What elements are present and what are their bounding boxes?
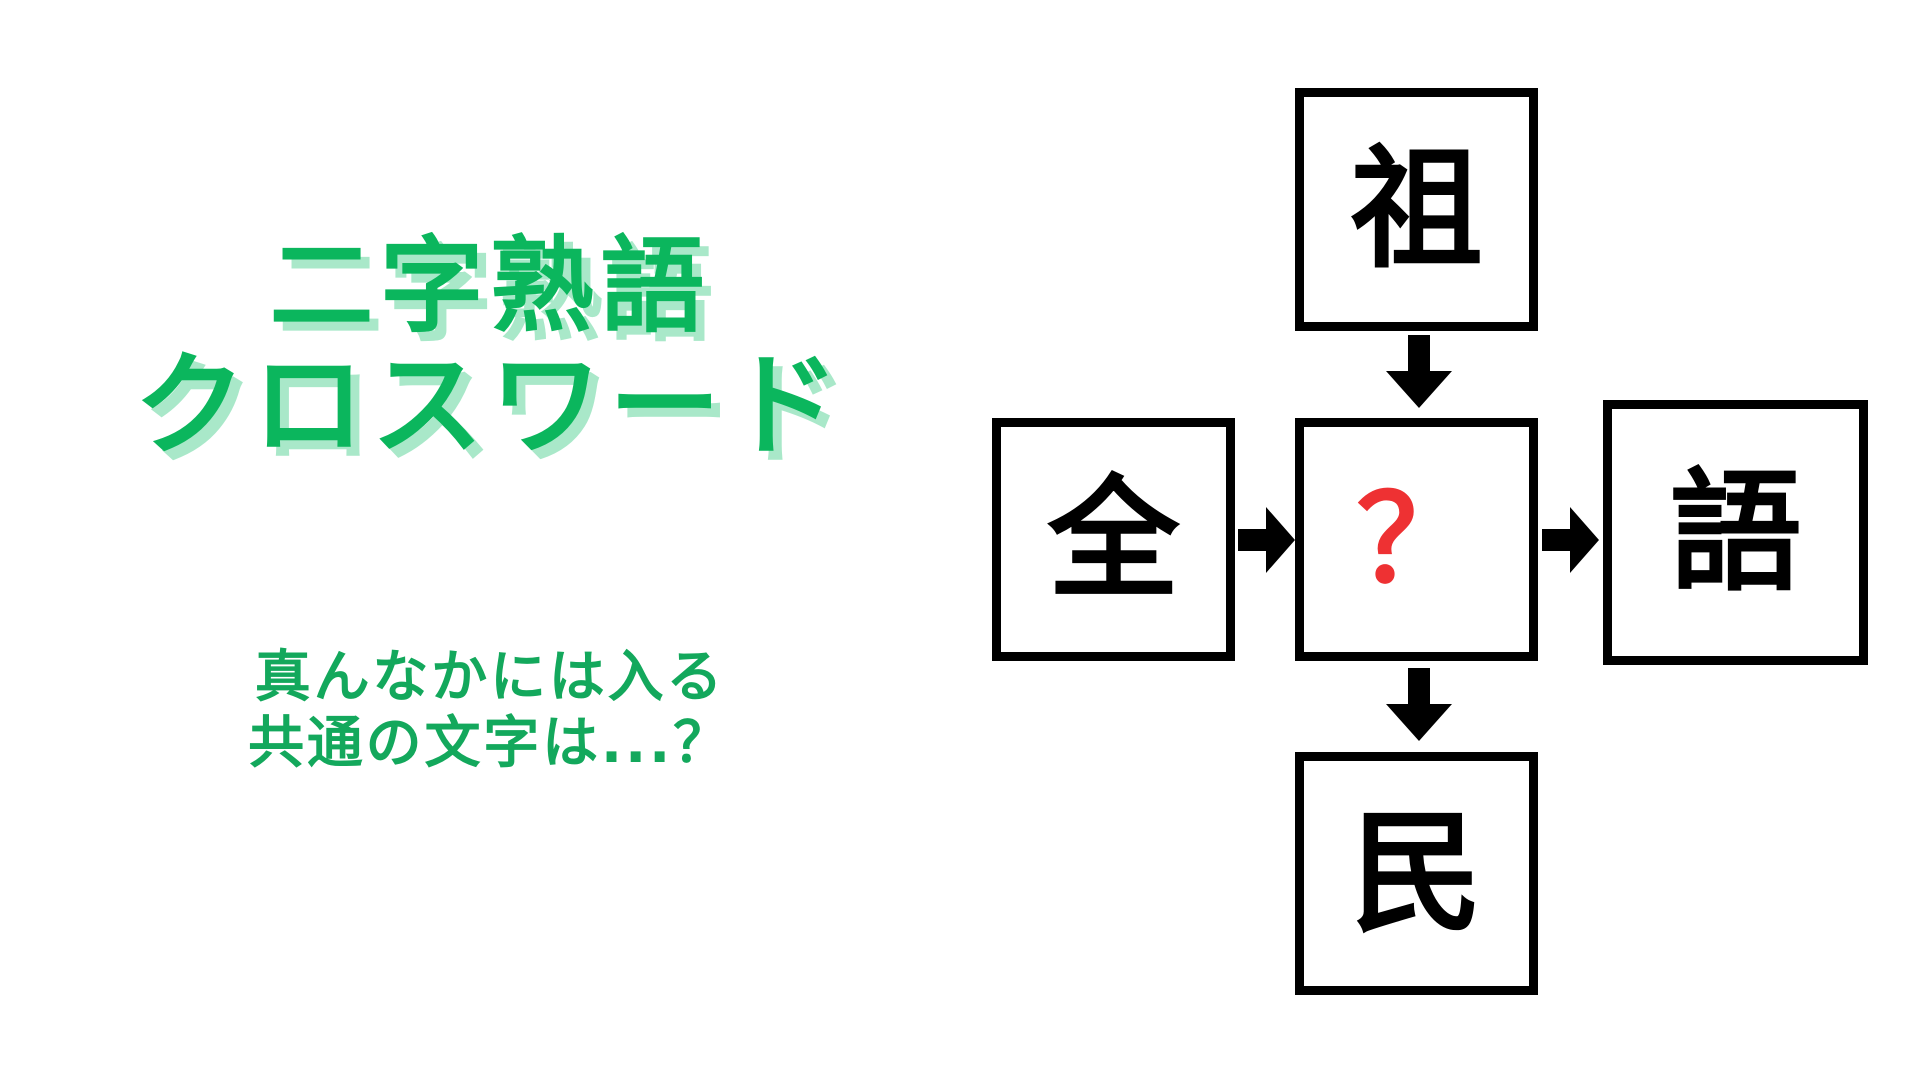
subtitle-line-1: 真んなかには入る (254, 645, 726, 710)
puzzle-cell-bottom-glyph: 民 (1350, 796, 1483, 951)
subtitle-block: 真んなかには入る 共通の文字は...？ (0, 645, 980, 777)
title-line-1: 二字熟語 (269, 225, 711, 347)
arrow-right-icon (1238, 505, 1296, 575)
puzzle-cell-right-glyph: 語 (1669, 455, 1802, 610)
puzzle-cell-center[interactable]: ？ (1295, 418, 1538, 661)
puzzle-cell-right[interactable]: 語 (1603, 400, 1868, 665)
arrow-right-icon (1542, 505, 1600, 575)
puzzle-cell-top-glyph: 祖 (1350, 132, 1483, 287)
arrow-down-icon (1384, 668, 1454, 742)
arrow-down-icon (1384, 335, 1454, 409)
subtitle-line-2: 共通の文字は...？ (248, 711, 732, 777)
title-block: 二字熟語 クロスワード (0, 230, 980, 467)
puzzle-cell-left-glyph: 全 (1047, 462, 1180, 617)
puzzle-cell-top[interactable]: 祖 (1295, 88, 1538, 331)
puzzle-cell-bottom[interactable]: 民 (1295, 752, 1538, 995)
crossword-diagram: 祖 全 ？ 語 (960, 0, 1920, 1080)
puzzle-cell-center-glyph: ？ (1356, 472, 1477, 607)
title-line-2: クロスワード (133, 341, 847, 472)
puzzle-cell-left[interactable]: 全 (992, 418, 1235, 661)
